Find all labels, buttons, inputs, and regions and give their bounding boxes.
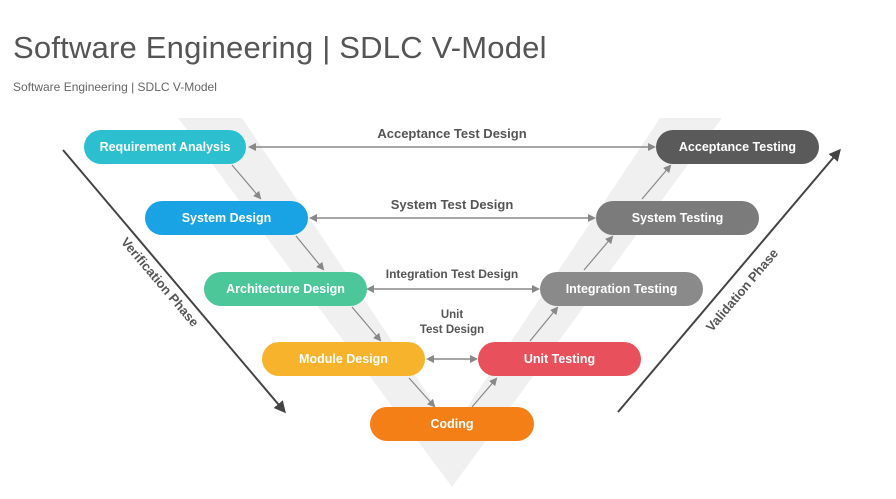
label-integration-test-design: Integration Test Design [385,267,519,281]
page-subtitle: Software Engineering | SDLC V-Model [13,80,217,94]
arrow-system-to-acceptance [641,164,672,200]
stage-system-testing: System Testing [596,201,759,235]
stage-unit-testing: Unit Testing [478,342,641,376]
stage-coding: Coding [370,407,534,441]
label-system-test-design: System Test Design [390,197,514,212]
arrow-requirement-to-system [231,164,262,200]
page-title: Software Engineering | SDLC V-Model [13,30,547,65]
verification-phase-arrow [62,149,286,414]
stage-integration-testing: Integration Testing [540,272,703,306]
stage-system-design: System Design [145,201,308,235]
stage-architecture-design: Architecture Design [204,272,367,306]
validation-phase-arrow [617,148,841,413]
stage-acceptance-testing: Acceptance Testing [656,130,819,164]
arrow-integration-to-system [583,235,614,271]
label-acceptance-test-design: Acceptance Test Design [377,126,527,141]
arrow-architecture-to-module [351,306,382,342]
label-unit-test-design-line2: Test Design [419,324,485,336]
arrow-module-to-coding [408,377,436,408]
arrow-coding-to-unit [471,377,498,408]
stage-module-design: Module Design [262,342,425,376]
label-unit-test-design-line1: Unit [440,309,464,321]
stage-requirement-analysis: Requirement Analysis [84,130,246,164]
arrow-system-to-architecture [295,235,325,271]
arrow-unit-to-integration [529,306,559,342]
